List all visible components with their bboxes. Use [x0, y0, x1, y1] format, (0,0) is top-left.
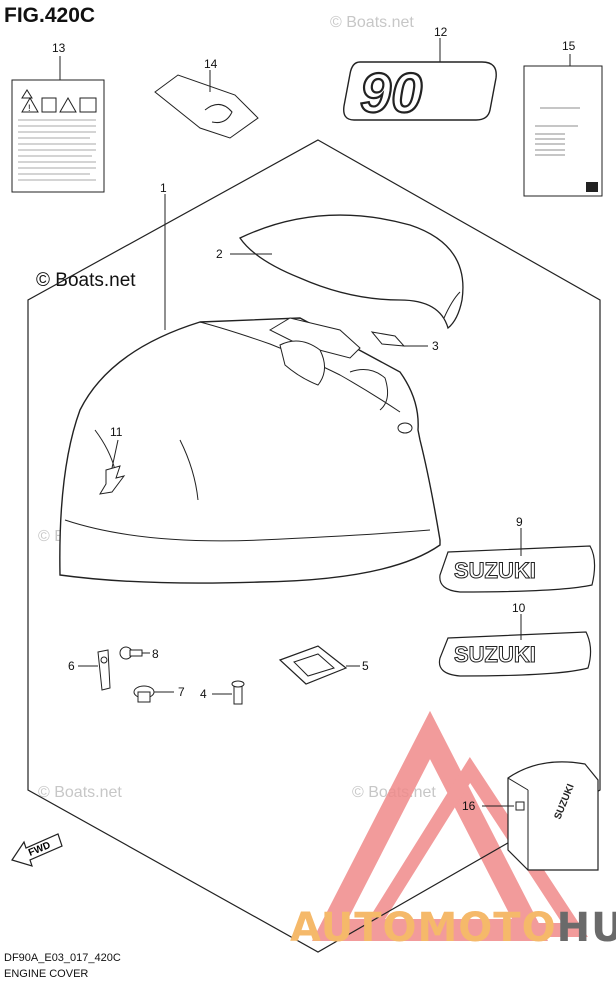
part-label-5: 5 [362, 659, 369, 673]
part-label-11: 11 [110, 425, 123, 439]
part-label-10: 10 [512, 601, 526, 615]
copyright-notice: © Boats.net [36, 270, 136, 291]
part-label-7: 7 [178, 685, 185, 699]
part-9-suzuki-decal: SUZUKI [439, 528, 596, 593]
part-label-3: 3 [432, 339, 439, 353]
part-13-warning-label: ! [11, 79, 105, 193]
part-label-4: 4 [200, 687, 207, 701]
figure-title: FIG.420C [4, 4, 96, 27]
assembly-outline [27, 139, 601, 953]
book-icon [79, 97, 97, 113]
fire-warning-icon [41, 97, 57, 113]
part-label-9: 9 [516, 515, 523, 529]
part-6-clip [78, 649, 111, 691]
part-label-2: 2 [216, 247, 223, 261]
part-5-seal [278, 645, 360, 685]
part-3-bracket [370, 331, 428, 347]
part-label-14: 14 [204, 57, 218, 71]
brand-part-2: HUB [556, 905, 616, 951]
part-2-top-cover [230, 214, 464, 330]
watermark: © Boats.net [330, 14, 414, 31]
warning-triangle-icon [21, 89, 33, 99]
suzuki-s-logo-icon [99, 465, 126, 495]
part-label-16: 16 [462, 799, 476, 813]
part-14-bag [154, 70, 259, 139]
model-number-text: 90 [360, 61, 422, 124]
suzuki-decal-top-text: SUZUKI [454, 558, 536, 583]
fwd-arrow-icon: FWD [11, 833, 63, 867]
watermark: © Boats.net [38, 784, 122, 801]
part-label-8: 8 [152, 647, 159, 661]
figure-name: ENGINE COVER [4, 968, 89, 980]
part-label-6: 6 [68, 659, 75, 673]
part-16-storage-cover: SUZUKI [482, 761, 599, 871]
brand-part-1: AUTOMOTO [290, 905, 557, 951]
part-7-grommet [133, 685, 174, 703]
part-1-engine-cover [59, 194, 441, 584]
part-8-screw [119, 646, 150, 660]
part-label-13: 13 [52, 41, 66, 55]
part-4-bolt [212, 680, 245, 705]
part-10-suzuki-decal: SUZUKI [438, 614, 592, 677]
part-label-12: 12 [434, 25, 448, 39]
part-12-model-decal: 90 [343, 38, 497, 125]
model-code: DF90A_E03_017_420C [4, 952, 121, 964]
part-label-15: 15 [562, 39, 576, 53]
automotohub-brand: AUTOMOTOHUB [290, 905, 616, 951]
suzuki-decal-bottom-text: SUZUKI [454, 642, 536, 667]
part-label-1: 1 [160, 181, 167, 195]
part-15-owners-manual [523, 54, 603, 197]
svg-text:!: ! [28, 103, 31, 113]
